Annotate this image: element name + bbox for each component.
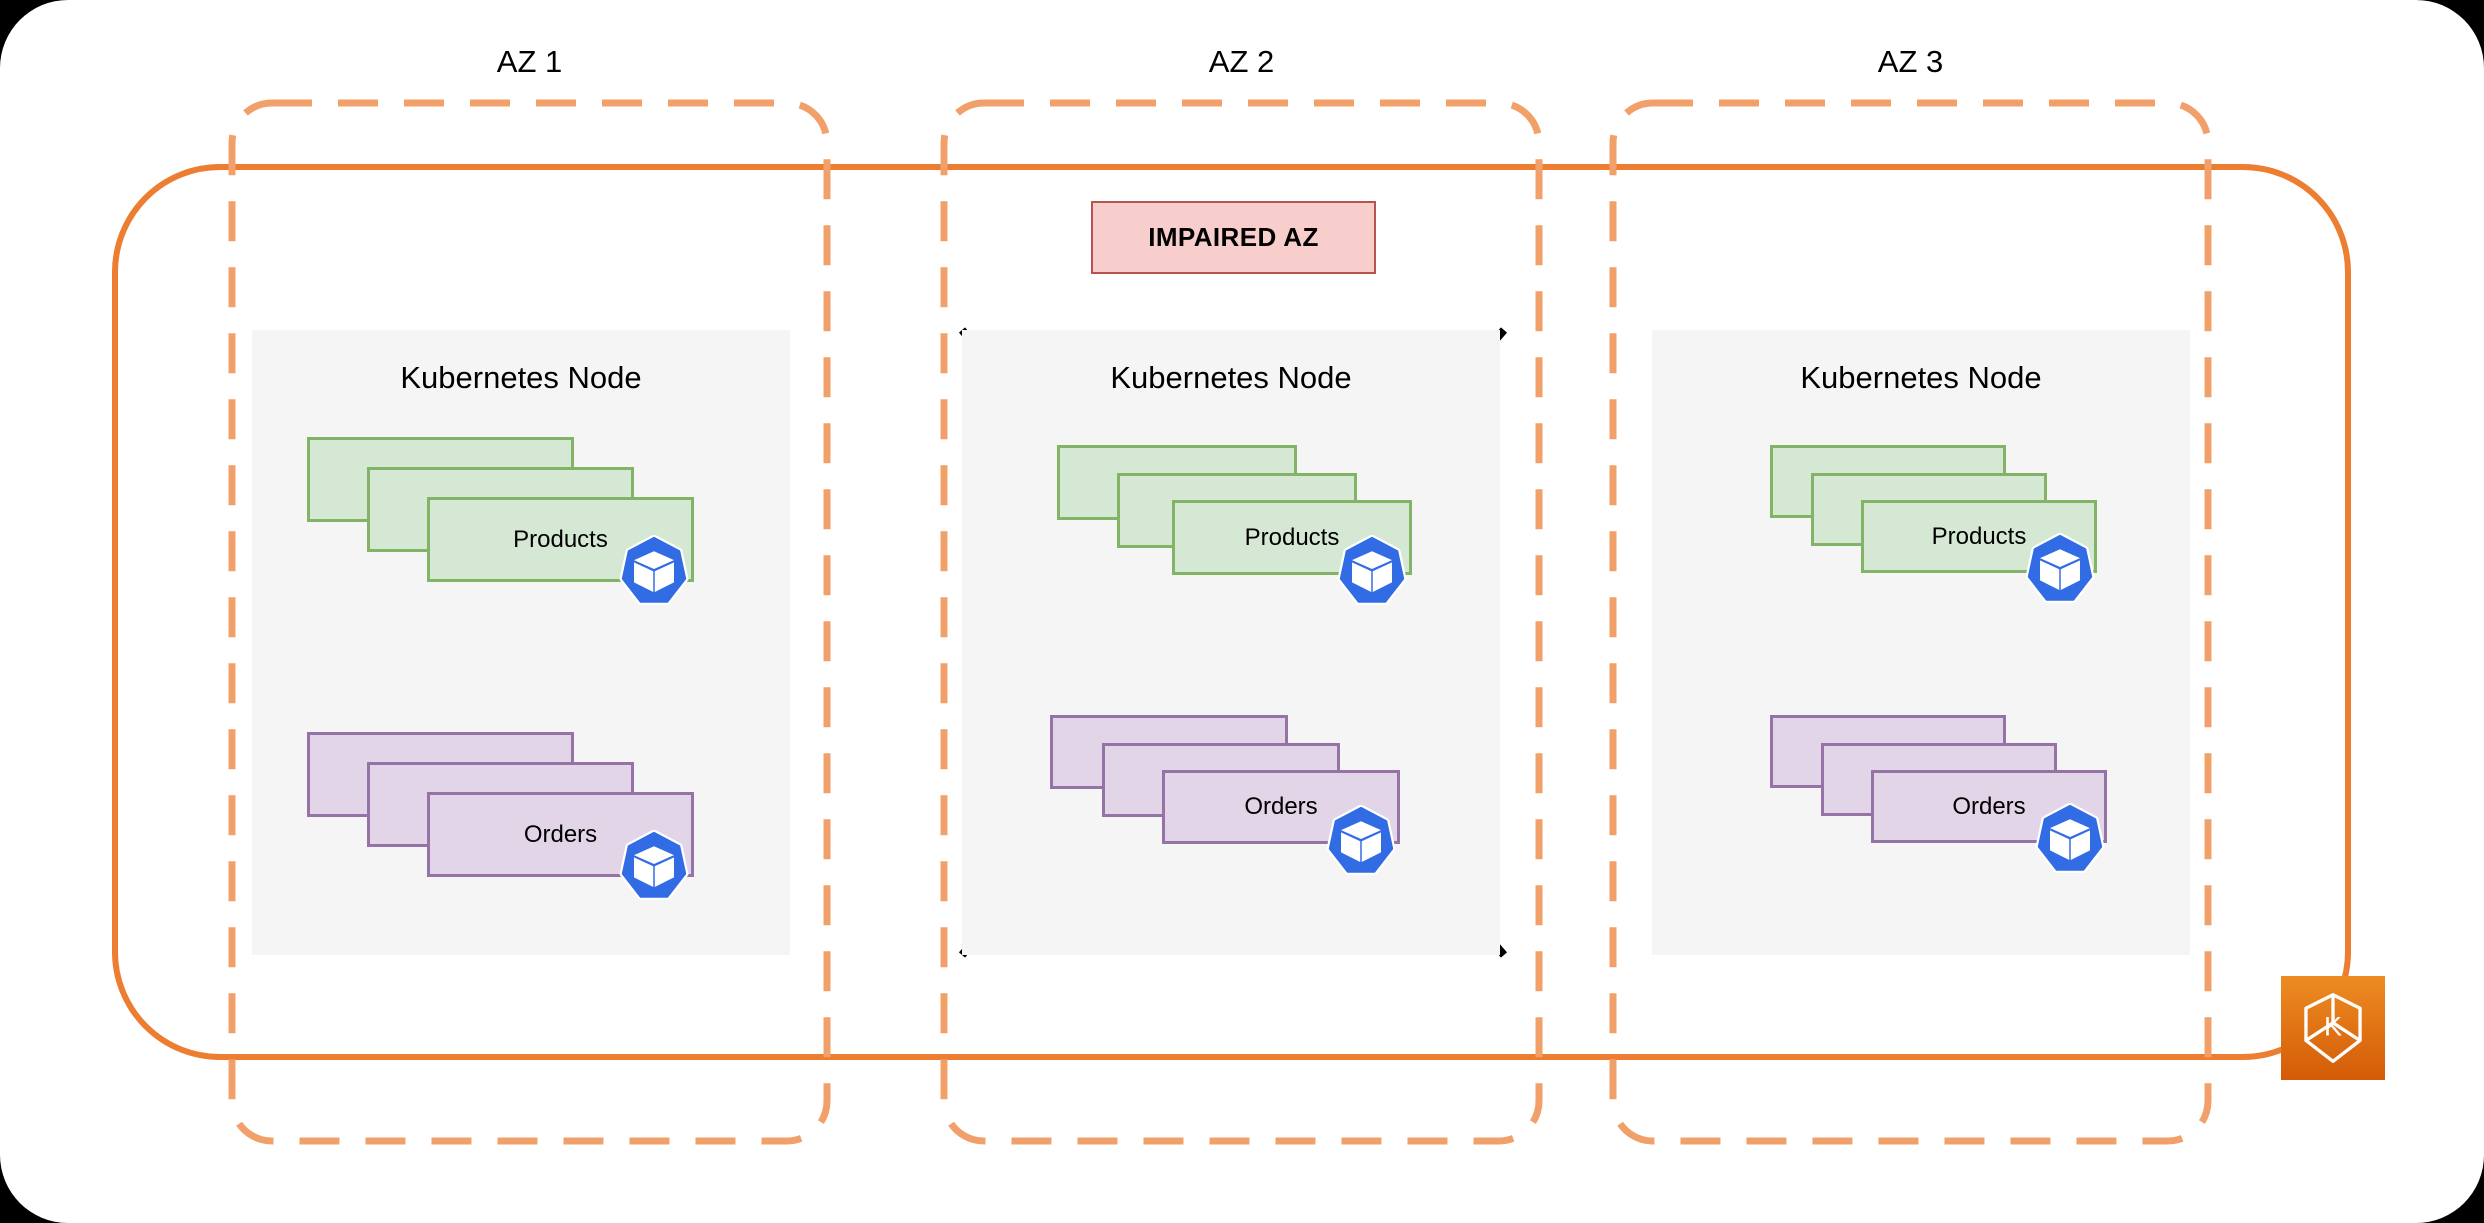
- az-3-products-stack: Products: [1770, 445, 2140, 603]
- az-3-orders-stack: Orders: [1770, 715, 2140, 873]
- az-3-node-title: Kubernetes Node: [1800, 360, 2042, 395]
- kubernetes-pod-icon: [2023, 533, 2097, 607]
- az-3-label: AZ 3: [1877, 44, 1944, 79]
- kubernetes-pod-icon: [2033, 803, 2107, 877]
- kubernetes-pod-icon: [1324, 805, 1398, 879]
- az-2-orders-stack: Orders: [1050, 715, 1420, 875]
- az-2-node-title: Kubernetes Node: [1110, 360, 1352, 395]
- az-1-products-label: Products: [513, 525, 608, 553]
- az-1-products-stack: Products: [307, 437, 694, 605]
- kubernetes-pod-icon: [1335, 535, 1409, 609]
- az-2-label: AZ 2: [1208, 44, 1275, 79]
- az-1-orders-stack: Orders: [307, 732, 694, 900]
- az-1-orders-label: Orders: [523, 820, 598, 848]
- az-3-kubernetes-node: Kubernetes Node: [1652, 330, 2190, 955]
- impaired-az-label: IMPAIRED AZ: [1148, 222, 1319, 252]
- kubernetes-pod-icon: [617, 830, 691, 904]
- svg-text:K: K: [2324, 1011, 2342, 1041]
- az-2-products-label: Products: [1244, 523, 1340, 551]
- aws-eks-icon: K: [2281, 976, 2385, 1080]
- az-1-label: AZ 1: [496, 44, 563, 79]
- az-1-node-title: Kubernetes Node: [400, 360, 642, 395]
- az-2-products-stack: Products: [1057, 445, 1427, 605]
- impaired-az-banner: IMPAIRED AZ: [1091, 201, 1376, 274]
- az-2-orders-label: Orders: [1244, 793, 1318, 820]
- az-3-products-label: Products: [1931, 522, 2027, 550]
- az-3-orders-label: Orders: [1952, 792, 2026, 820]
- az-2-kubernetes-node: Kubernetes Node: [962, 330, 1500, 955]
- kubernetes-pod-icon: [617, 535, 691, 609]
